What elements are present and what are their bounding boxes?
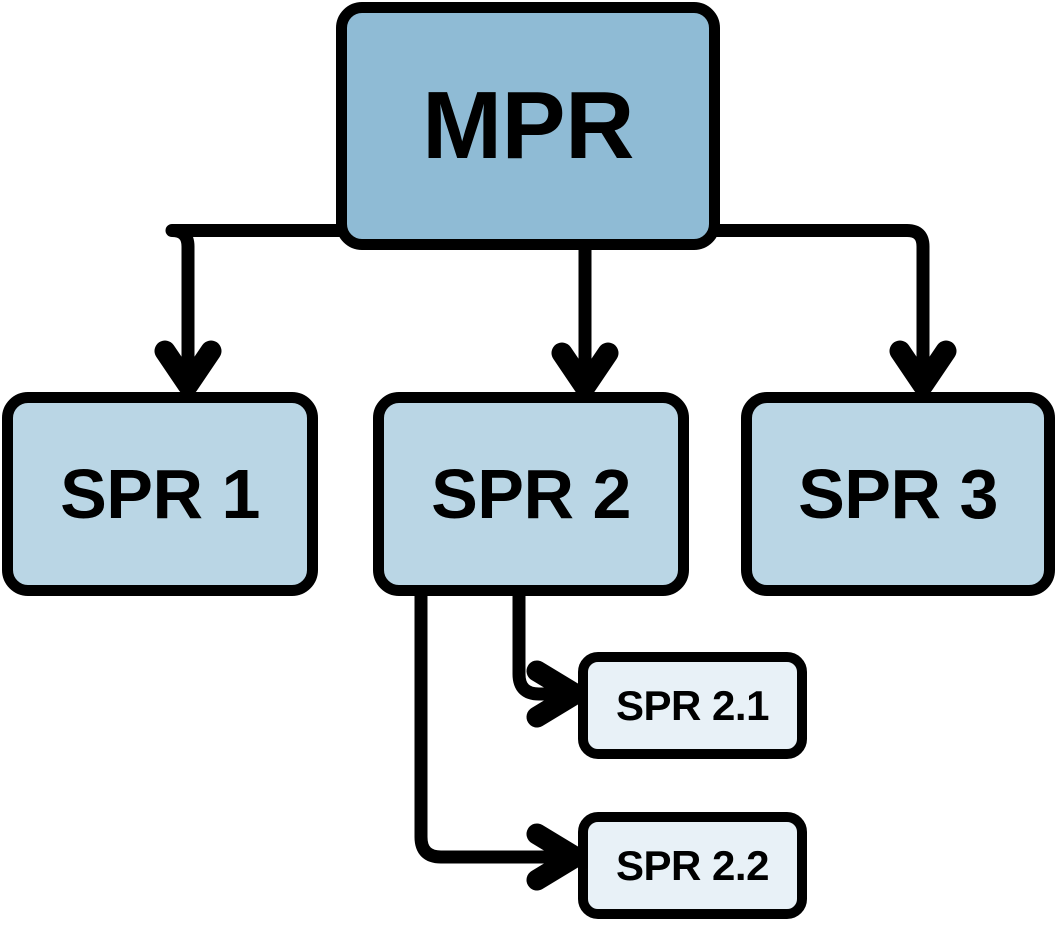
edge-spr2-to-spr22 [414,583,573,864]
edge-spr2-to-spr21 [512,583,573,701]
arrowhead-spr1 [154,340,222,396]
arrowhead-spr2 [551,342,619,398]
node-spr-1[interactable]: SPR 1 [2,392,318,596]
node-mpr[interactable]: MPR [336,2,720,250]
edge-mpr-to-spr1 [165,224,347,381]
arrowhead-spr21 [526,660,586,728]
node-spr-2-2[interactable]: SPR 2.2 [578,812,807,919]
edge-mpr-to-spr3 [709,224,930,381]
arrowhead-spr22 [526,823,586,891]
node-spr-3[interactable]: SPR 3 [741,392,1055,596]
node-spr-2[interactable]: SPR 2 [373,392,689,596]
node-spr-2-1[interactable]: SPR 2.1 [578,652,807,759]
arrowhead-spr3 [889,340,957,396]
